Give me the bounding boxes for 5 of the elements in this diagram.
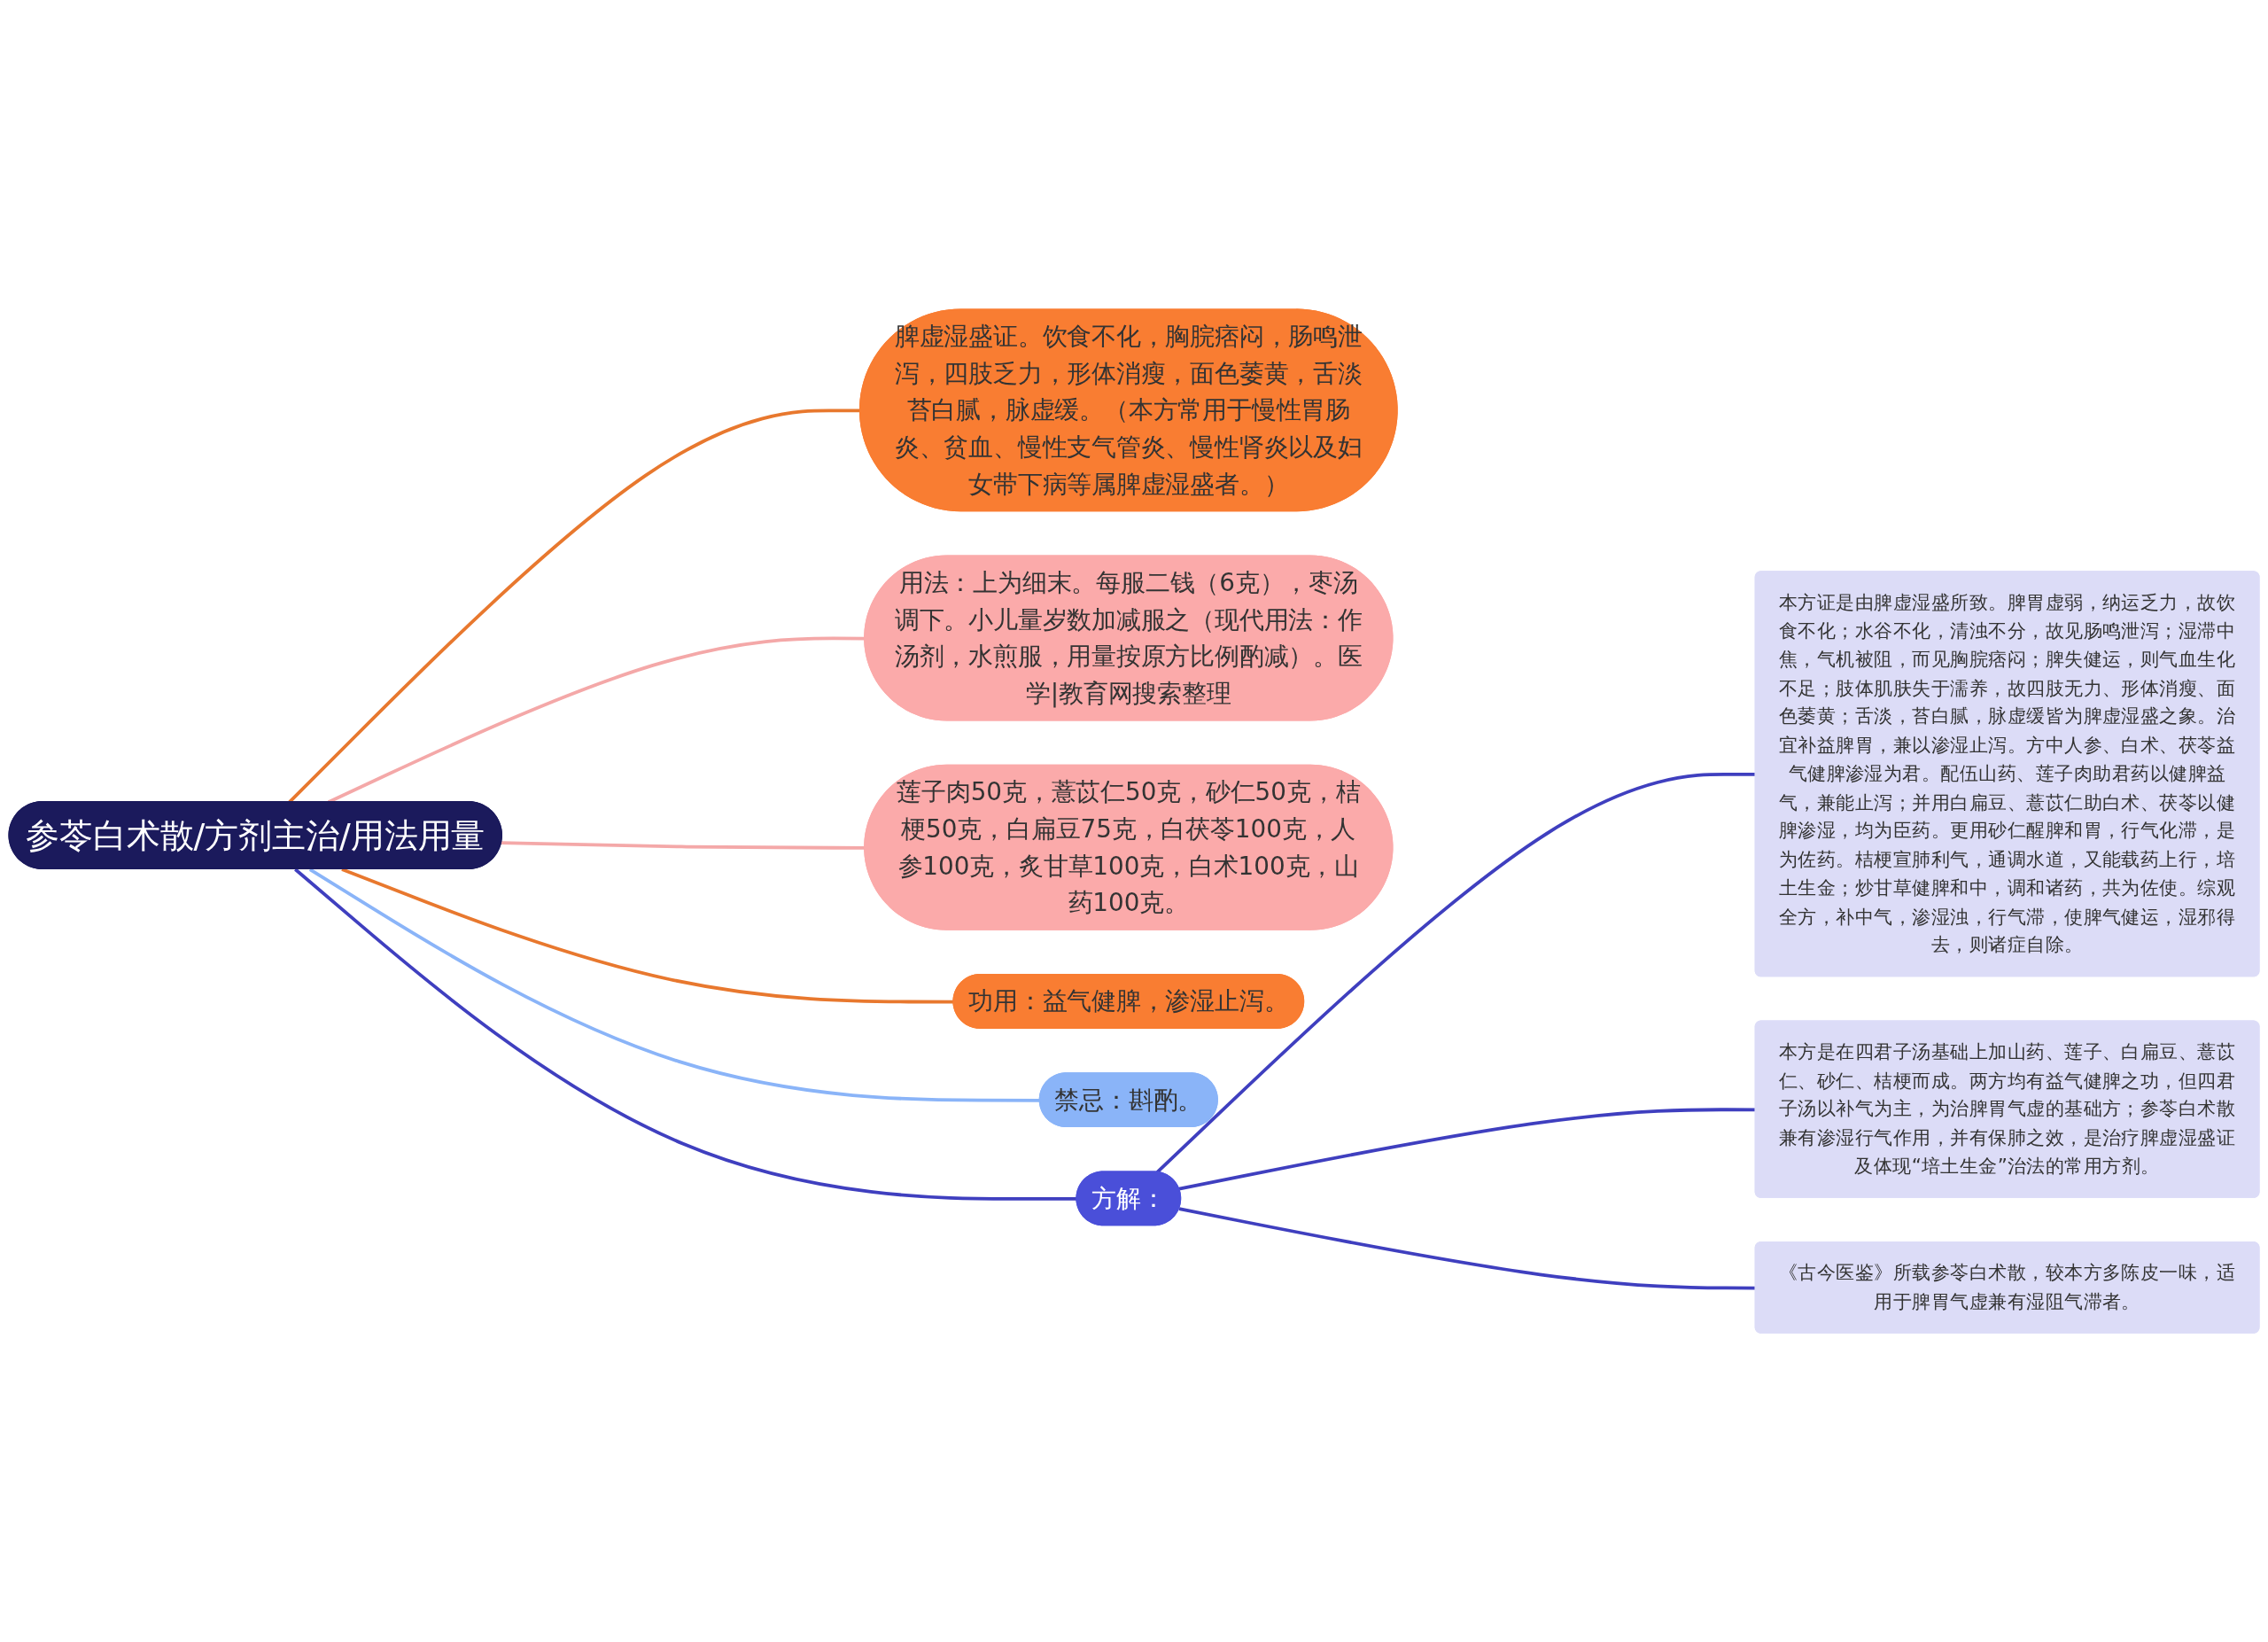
connector (308, 868, 1040, 1102)
connector (1178, 1108, 1756, 1191)
connector (1178, 1207, 1756, 1290)
connector (341, 868, 954, 1004)
connector (294, 868, 1077, 1201)
